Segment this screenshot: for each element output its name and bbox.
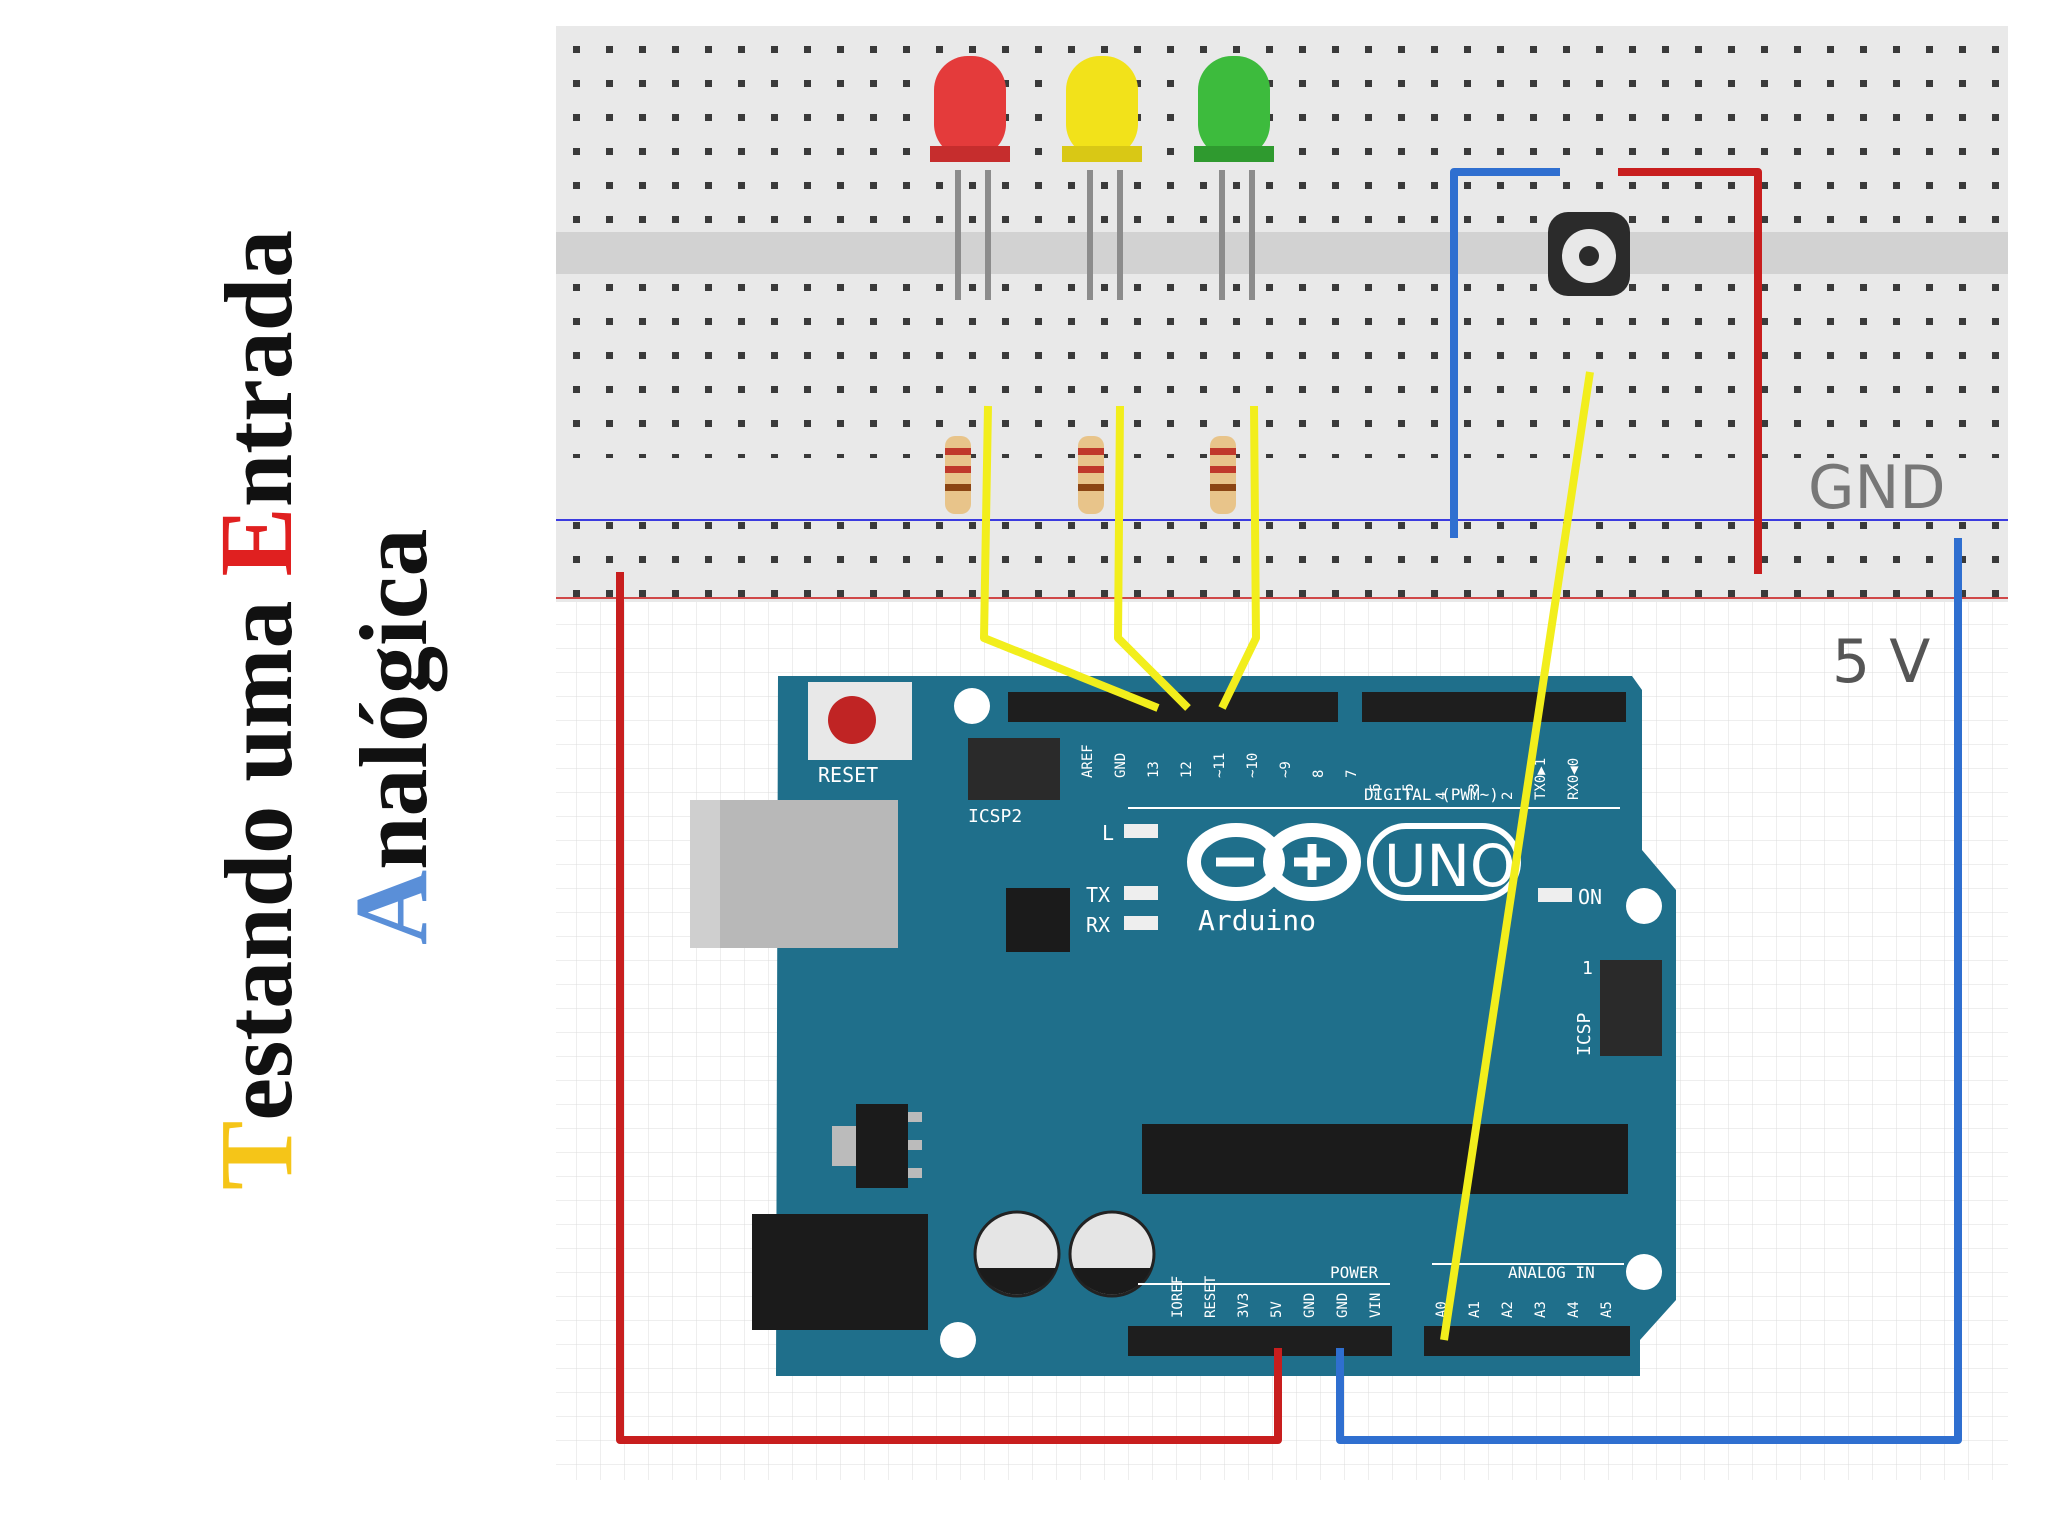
power-label: POWER	[1330, 1263, 1379, 1282]
arduino-board: RESET ICSP2 DIGITAL (PWM~) L TX RX ON	[690, 676, 1676, 1376]
analog-pin-label: A1	[1467, 1301, 1483, 1318]
wire-led-red-to-pin13	[980, 405, 1160, 712]
power-pin-label: 3V3	[1236, 1293, 1252, 1318]
l-led	[1124, 824, 1158, 838]
digital-pin-label: 7	[1344, 770, 1360, 778]
main-chip	[1142, 1124, 1628, 1194]
analog-pin-label: A5	[1599, 1301, 1615, 1318]
wire-led-green-to-pin11	[1218, 405, 1260, 710]
wire-gnd-rail-to-gnd-pin	[1336, 538, 1962, 1444]
blue-wires	[1336, 168, 1962, 1444]
red-wires	[616, 168, 1762, 1444]
digital-pin-labels: AREF GND 13 12 ~11 ~10 ~9 8 7 ~6 ~5 4 ~3 2 TX0▶1 RX0◀0	[1080, 744, 1582, 800]
rx-label: RX	[1086, 913, 1110, 937]
gnd-label: GND	[1808, 453, 1946, 523]
power-pin-label: RESET	[1203, 1275, 1219, 1318]
power-jack	[752, 1214, 928, 1330]
yellow-wires	[980, 371, 1594, 1341]
led-green	[1194, 56, 1274, 162]
five-v-label: 5 V	[1832, 627, 1930, 697]
power-pin-label: 5V	[1269, 1301, 1285, 1318]
icsp-header	[1600, 960, 1662, 1056]
led-yellow	[1062, 56, 1142, 162]
digital-pin-label: RX0◀0	[1566, 758, 1582, 800]
analog-pin-label: A2	[1500, 1301, 1516, 1318]
digital-pin-label: ~9	[1278, 761, 1294, 778]
digital-pin-label: AREF	[1080, 744, 1096, 778]
analog-pin-label: A4	[1566, 1301, 1582, 1318]
wire-led-yellow-to-pin12	[1114, 405, 1191, 711]
digital-pin-label: 8	[1311, 770, 1327, 778]
on-led	[1538, 888, 1572, 902]
power-pin-label: GND	[1335, 1293, 1351, 1318]
icsp-label: ICSP	[1574, 1012, 1595, 1056]
digital-pin-label: GND	[1113, 753, 1129, 778]
analog-pin-label: A3	[1533, 1301, 1549, 1318]
digital-pin-label: 13	[1146, 761, 1162, 778]
regulator	[856, 1104, 908, 1188]
wire-pot-to-5v-rail	[1618, 168, 1762, 574]
arduino-logo: UNO Arduino	[1187, 823, 1521, 937]
icsp2-header	[968, 738, 1060, 800]
power-pin-label: GND	[1302, 1293, 1318, 1318]
tx-led	[1124, 886, 1158, 900]
digital-pin-label: 4	[1434, 792, 1450, 800]
digital-label: DIGITAL (PWM~)	[1364, 785, 1499, 804]
arduino-label: Arduino	[1198, 904, 1316, 937]
potentiometer	[1548, 212, 1630, 296]
breadboard	[556, 26, 2008, 602]
power-pin-label: IOREF	[1170, 1276, 1186, 1318]
analog-in-label: ANALOG IN	[1508, 1263, 1595, 1282]
l-label: L	[1102, 821, 1114, 845]
analog-header	[1424, 1326, 1630, 1356]
chip-small	[1006, 888, 1070, 952]
resistor-2	[1078, 436, 1104, 514]
digital-pin-label: 12	[1179, 761, 1195, 778]
resistor-1	[945, 436, 971, 514]
power-pin-labels: IOREF RESET 3V3 5V GND GND VIN	[1170, 1275, 1384, 1318]
digital-pin-label: ~6	[1368, 783, 1384, 800]
digital-pin-label: 2	[1500, 792, 1516, 800]
resistor-3	[1210, 436, 1236, 514]
icsp2-label: ICSP2	[968, 806, 1022, 827]
power-pin-label: VIN	[1368, 1293, 1384, 1318]
uno-label: UNO	[1384, 832, 1516, 900]
digital-pin-label: ~11	[1212, 753, 1228, 778]
digital-pin-label: ~3	[1467, 783, 1483, 800]
icsp-pin1-label: 1	[1582, 958, 1593, 979]
tx-label: TX	[1086, 883, 1110, 907]
led-legs	[955, 170, 1255, 300]
digital-pin-label: TX0▶1	[1533, 758, 1549, 800]
wire-pot-to-a0	[1440, 371, 1594, 1341]
wire-5v-rail-to-5v-pin	[616, 572, 1282, 1444]
rx-led	[1124, 916, 1158, 930]
reset-label: RESET	[818, 763, 878, 787]
led-red	[930, 56, 1010, 162]
usb-port	[690, 800, 898, 948]
wire-pot-to-gnd-rail	[1450, 168, 1560, 538]
on-label: ON	[1578, 885, 1602, 909]
digital-header-right	[1362, 692, 1626, 722]
digital-pin-label: ~10	[1245, 753, 1261, 778]
digital-pin-label: ~5	[1401, 783, 1417, 800]
power-header	[1128, 1326, 1392, 1356]
